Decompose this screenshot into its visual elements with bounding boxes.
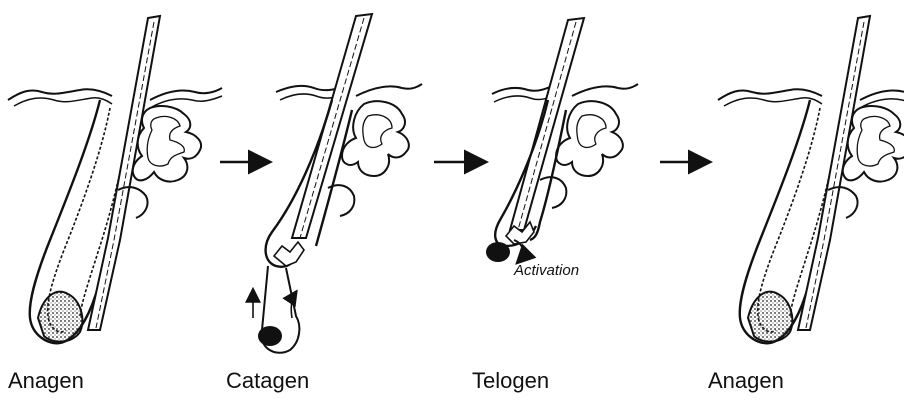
activation-label: Activation bbox=[514, 262, 579, 279]
telogen-follicle bbox=[486, 18, 638, 262]
stage-label-catagen: Catagen bbox=[226, 368, 309, 394]
stage-label-anagen-2: Anagen bbox=[708, 368, 784, 394]
stage-label-anagen-1: Anagen bbox=[8, 368, 84, 394]
catagen-follicle bbox=[253, 14, 422, 353]
stage-label-telogen: Telogen bbox=[472, 368, 549, 394]
anagen-follicle-right bbox=[718, 16, 904, 343]
anagen-follicle-left bbox=[8, 16, 222, 343]
